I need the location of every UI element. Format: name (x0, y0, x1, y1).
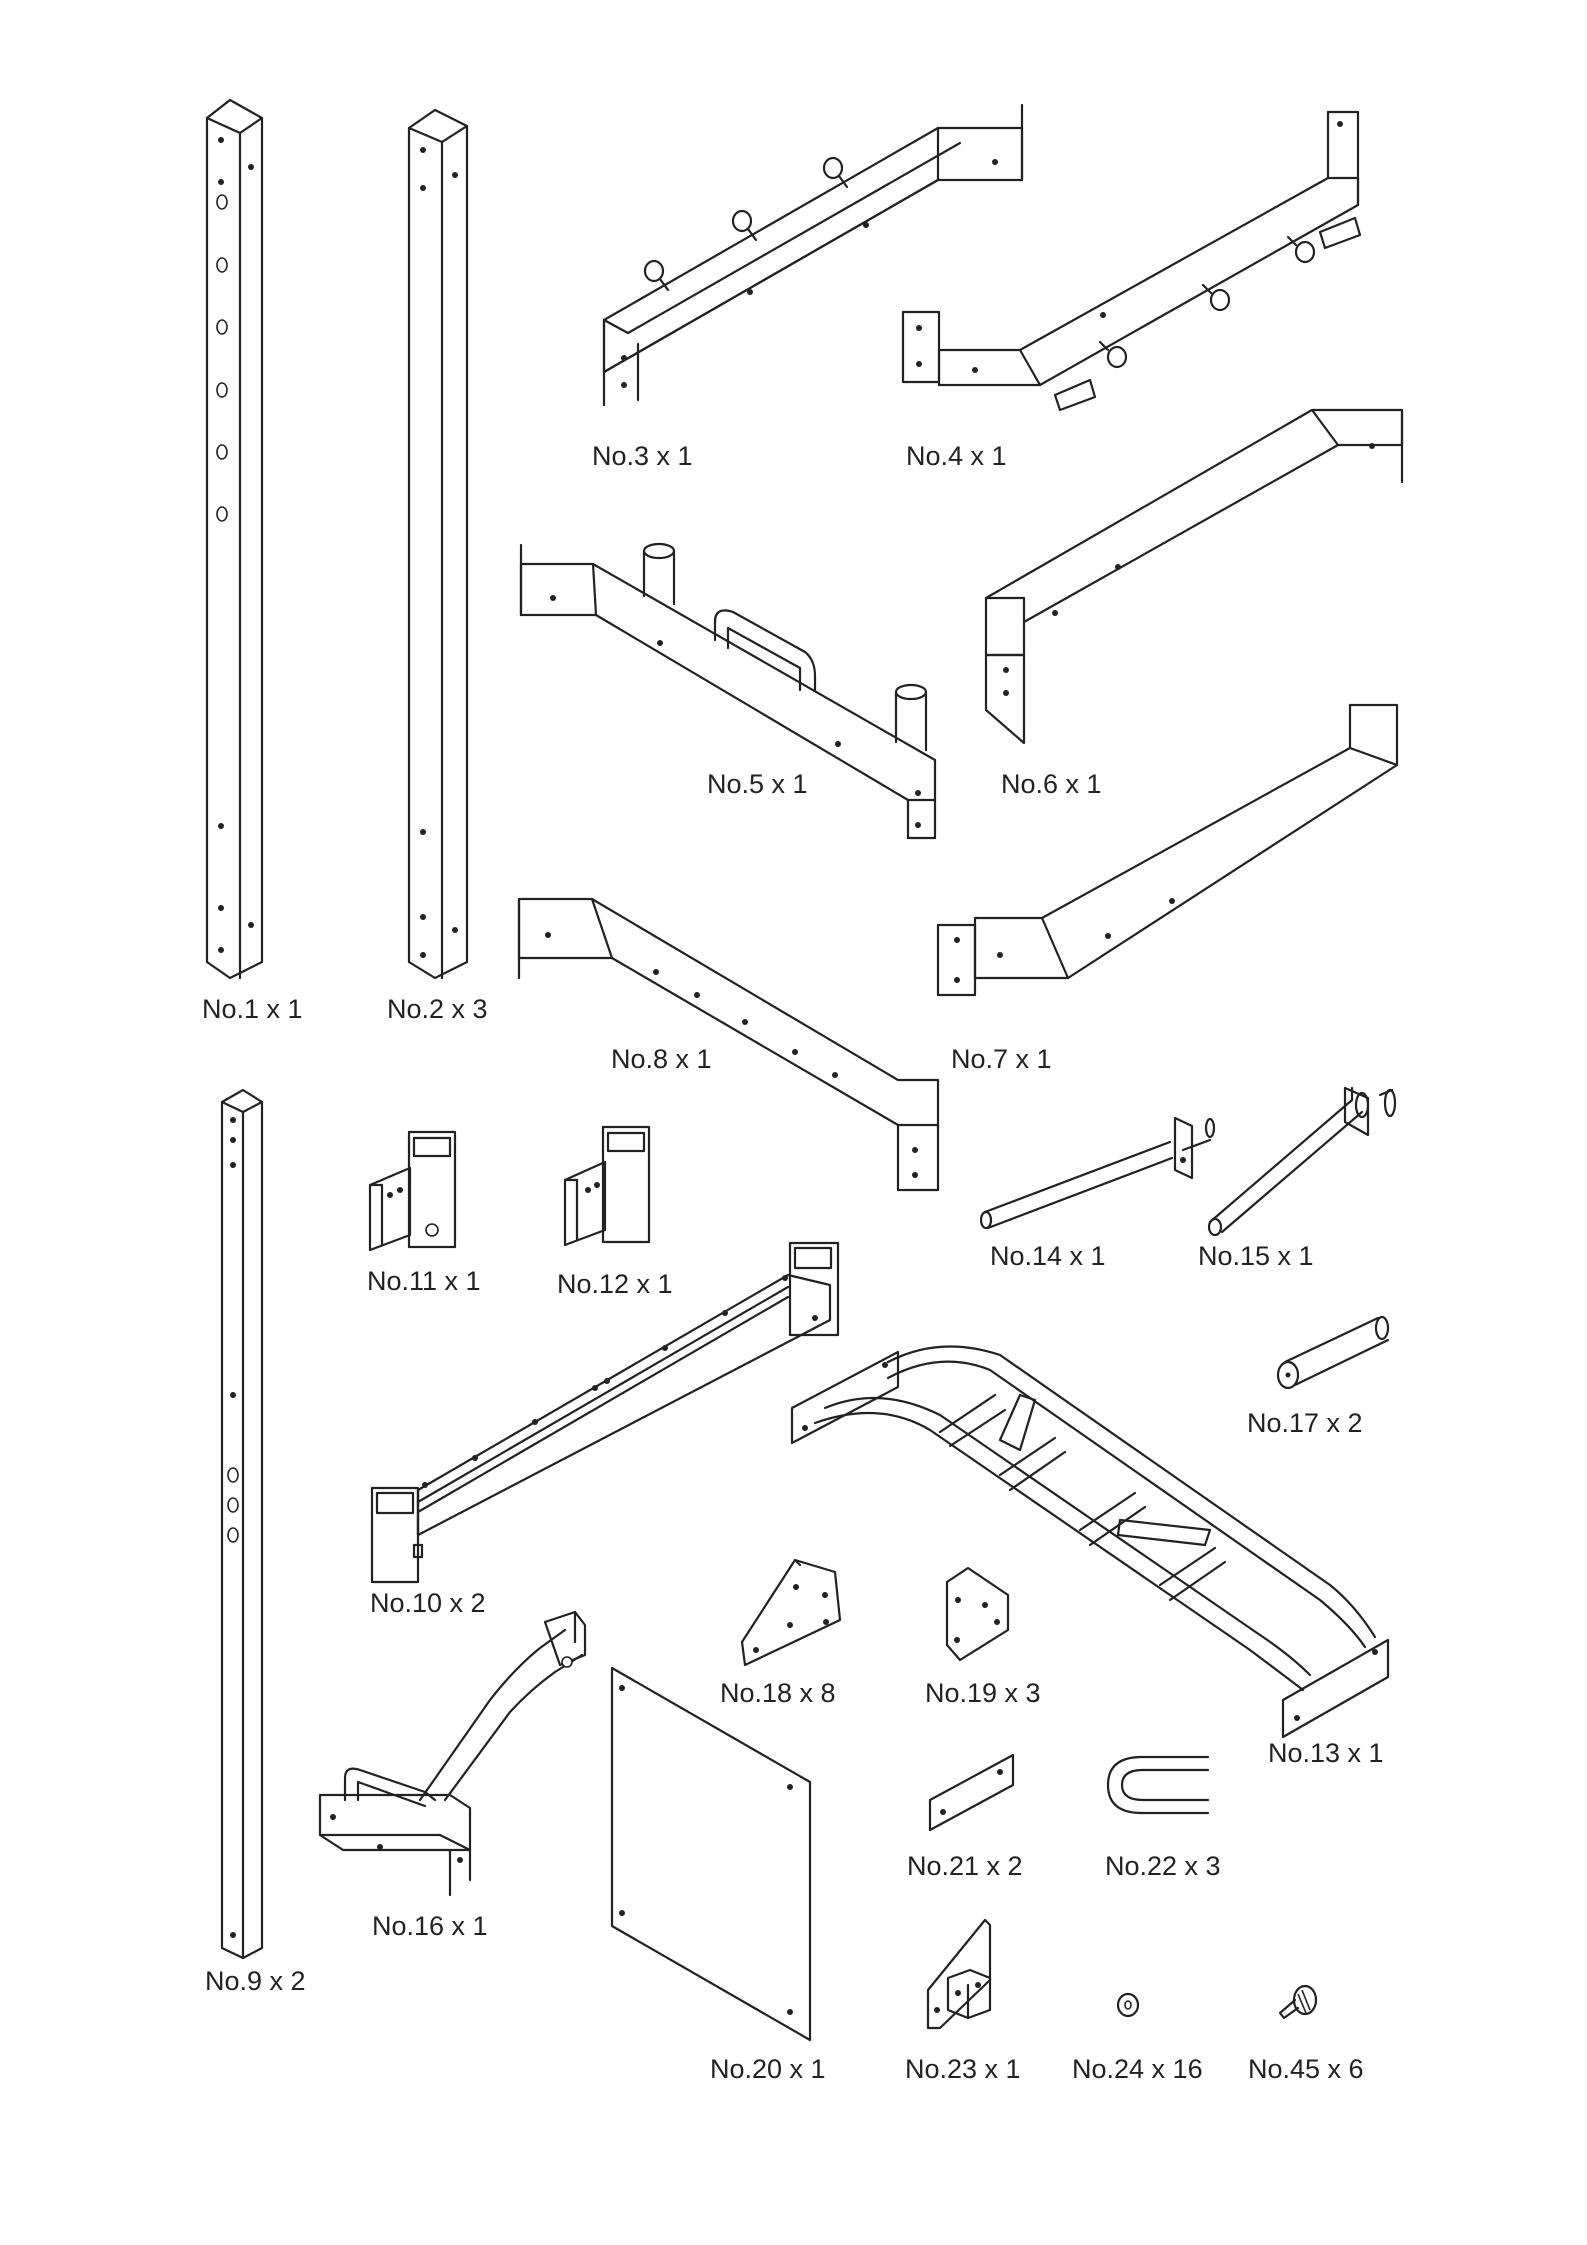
part-3-label: No.3 x 1 (592, 441, 693, 471)
part-1-drawing (207, 100, 262, 978)
part-9-label: No.9 x 2 (205, 1966, 306, 1996)
part-12-label: No.12 x 1 (557, 1269, 673, 1299)
part-2-label: No.2 x 3 (387, 994, 488, 1024)
part-20-label: No.20 x 1 (710, 2054, 826, 2084)
part-12-drawing (565, 1127, 649, 1245)
part-7-label: No.7 x 1 (951, 1044, 1052, 1074)
part-21-label: No.21 x 2 (907, 1851, 1023, 1881)
part-45-label: No.45 x 6 (1248, 2054, 1364, 2084)
part-15-label: No.15 x 1 (1198, 1241, 1314, 1271)
part-14-drawing (981, 1118, 1214, 1228)
part-4-drawing (903, 112, 1360, 410)
part-2-drawing (409, 110, 467, 978)
part-7-drawing (938, 705, 1397, 995)
part-15-drawing (1209, 1088, 1395, 1235)
part-19-drawing (947, 1568, 1008, 1660)
part-11-label: No.11 x 1 (367, 1266, 481, 1296)
part-14-label: No.14 x 1 (990, 1241, 1106, 1271)
part-18-drawing (742, 1560, 840, 1665)
part-23-label: No.23 x 1 (905, 2054, 1021, 2084)
part-13-label: No.13 x 1 (1268, 1738, 1384, 1768)
part-20-drawing (612, 1668, 810, 2040)
part-22-drawing (1108, 1757, 1208, 1813)
part-4-label: No.4 x 1 (906, 441, 1007, 471)
part-1-label: No.1 x 1 (202, 994, 303, 1024)
part-11-drawing (370, 1132, 455, 1250)
part-21-drawing (930, 1755, 1013, 1830)
part-16-label: No.16 x 1 (372, 1911, 488, 1941)
part-45-drawing (1280, 1986, 1316, 2018)
part-17-drawing (1278, 1317, 1388, 1388)
part-8-drawing (519, 899, 938, 1190)
part-17-label: No.17 x 2 (1247, 1408, 1363, 1438)
part-22-label: No.22 x 3 (1105, 1851, 1221, 1881)
part-10-label: No.10 x 2 (370, 1588, 486, 1618)
part-16-drawing (320, 1612, 585, 1895)
part-6-label: No.6 x 1 (1001, 769, 1102, 799)
part-13-drawing (792, 1346, 1388, 1737)
part-6-drawing (986, 410, 1402, 743)
part-5-label: No.5 x 1 (707, 769, 808, 799)
part-23-drawing (928, 1920, 990, 2028)
part-24-label: No.24 x 16 (1072, 2054, 1203, 2084)
part-24-drawing (1118, 1994, 1138, 2016)
part-9-drawing (222, 1090, 262, 1958)
part-3-drawing (604, 105, 1022, 405)
part-19-label: No.19 x 3 (925, 1678, 1041, 1708)
part-18-label: No.18 x 8 (720, 1678, 836, 1708)
part-8-label: No.8 x 1 (611, 1044, 712, 1074)
